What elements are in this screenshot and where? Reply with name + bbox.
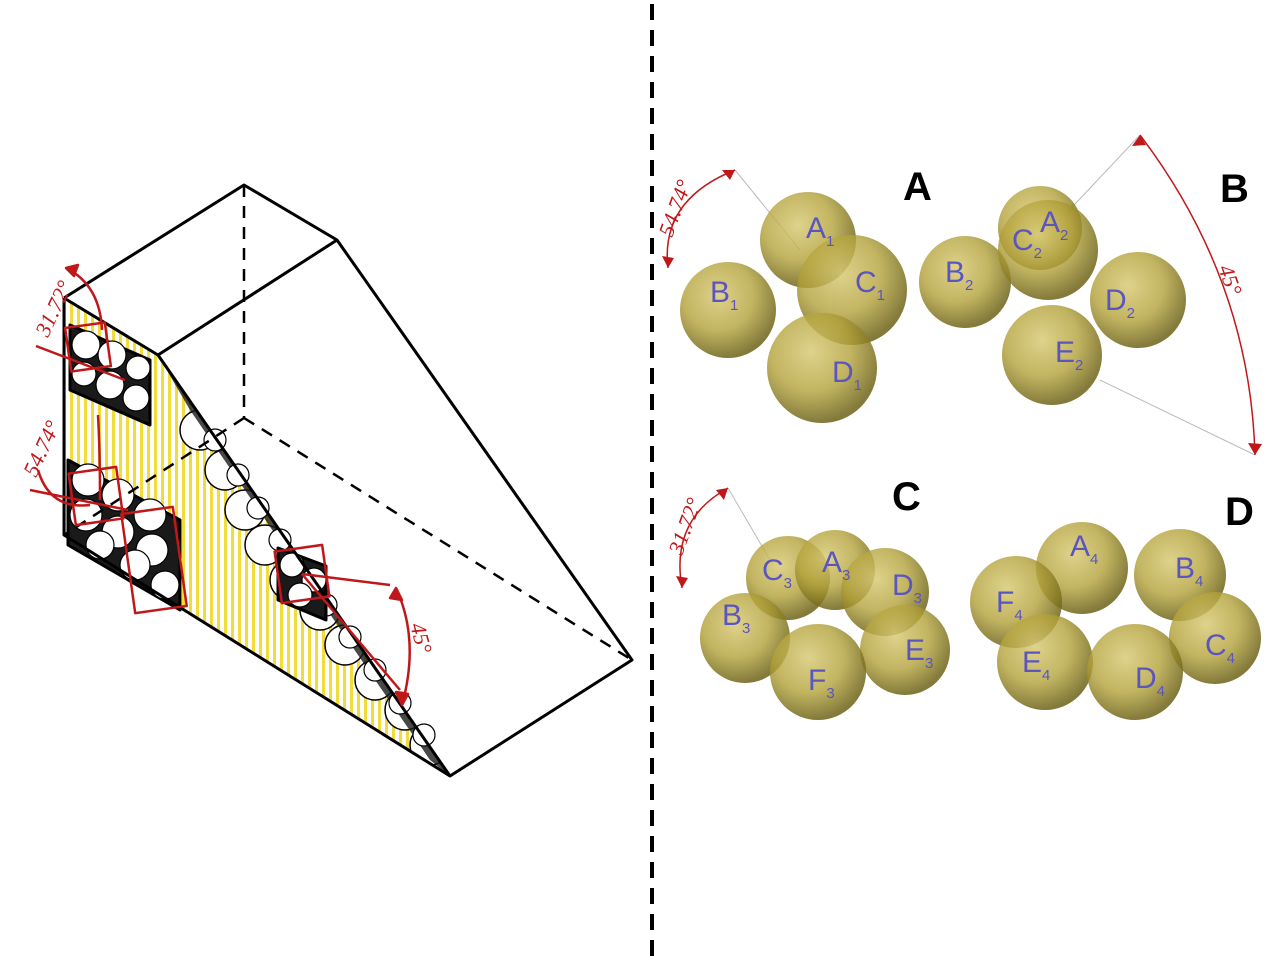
sphere-label-e2: E2 [1055,336,1083,374]
panel-c-title: C [892,475,921,519]
sphere-label-d3: D3 [892,569,922,607]
panel-c-angle: 31.72° [663,494,707,558]
sphere-f3 [770,624,866,720]
panel-b-angle: 45° [1213,261,1247,299]
sphere-label-f4: F4 [996,586,1023,624]
panel-c [676,487,950,720]
sphere-d2 [1090,252,1186,348]
sphere-b2 [919,236,1011,328]
sphere-d4 [1087,624,1183,720]
sphere-label-a1: A1 [806,212,834,250]
sphere-label-c3: C3 [762,554,792,592]
sphere-label-a4: A4 [1070,530,1098,568]
sphere-label-d2: D2 [1105,284,1135,322]
sphere-e3 [860,605,950,695]
sphere-label-b4: B4 [1175,552,1203,590]
panel-a-angle: 54.74° [653,176,697,240]
sphere-label-d4: D4 [1135,662,1165,700]
sphere-e4 [997,614,1093,710]
sphere-label-c1: C1 [855,266,885,304]
wedge-diagram [29,183,634,778]
sphere-label-b3: B3 [722,599,750,637]
sphere-label-c2: C2 [1012,224,1042,262]
sphere-label-f3: F3 [808,664,835,702]
sphere-e2 [1002,305,1102,405]
angle-label-54-74: 54.74° [18,417,65,481]
panel-b-title: B [1220,167,1249,211]
sphere-b3 [700,593,790,683]
sphere-d1 [767,313,877,423]
sphere-label-a2: A2 [1040,206,1068,244]
sphere-a2 [998,200,1098,300]
panel-a-title: A [903,165,932,209]
sphere-label-b2: B2 [945,256,973,294]
sphere-c4 [1169,592,1261,684]
sphere-b1 [680,262,776,358]
sphere-label-d1: D1 [832,356,862,394]
sphere-label-a3: A3 [822,546,850,584]
panel-d-title: D [1225,490,1254,534]
panel-b [919,134,1262,456]
panel-a [662,169,907,423]
sphere-label-e3: E3 [905,634,933,672]
sphere-label-b1: B1 [710,276,738,314]
sphere-label-c4: C4 [1205,629,1235,667]
panel-d [970,522,1261,720]
sphere-label-e4: E4 [1022,646,1050,684]
